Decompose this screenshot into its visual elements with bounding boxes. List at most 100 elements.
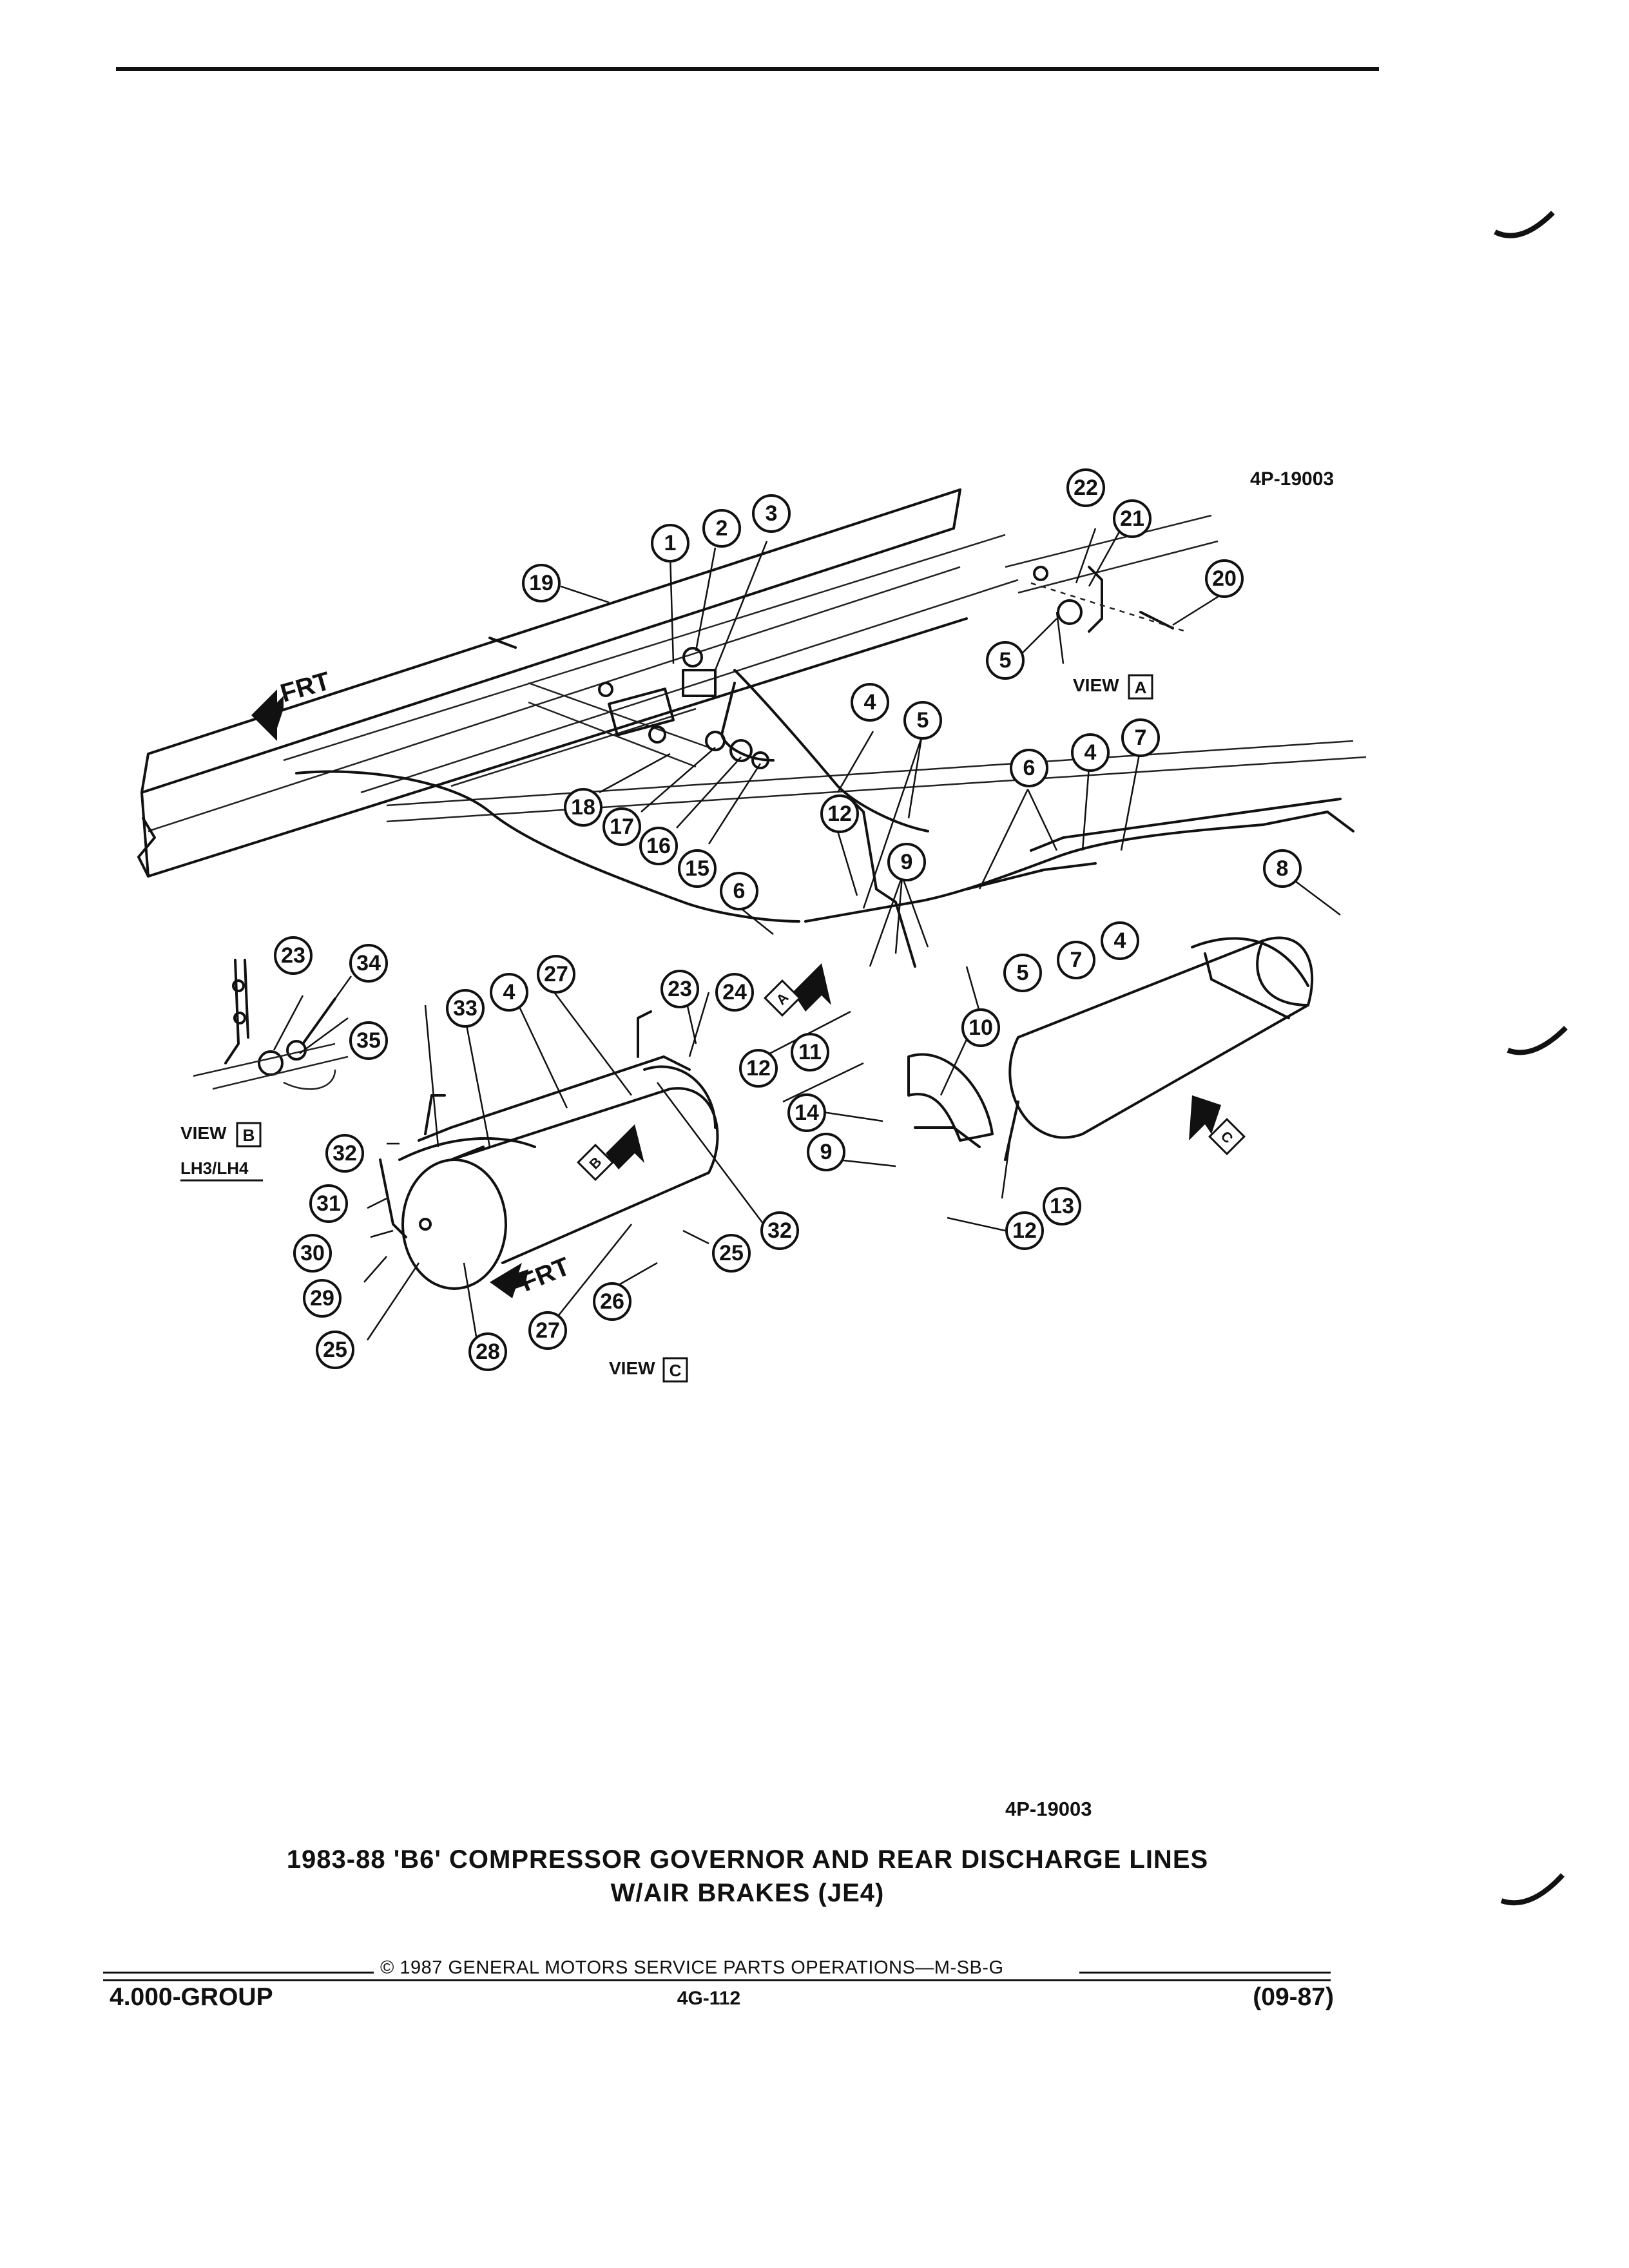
frt-arrow-lower <box>490 1263 528 1298</box>
callout-4-upper: 4 <box>851 683 889 722</box>
svg-text:21: 21 <box>1120 506 1144 531</box>
callout-25-left: 25 <box>316 1331 354 1369</box>
svg-text:25: 25 <box>323 1338 347 1362</box>
callout-6-left: 6 <box>720 872 758 910</box>
callout-24: 24 <box>715 973 754 1012</box>
callout-23-left: 23 <box>274 936 313 975</box>
svg-text:17: 17 <box>610 814 634 839</box>
svg-text:15: 15 <box>685 856 709 881</box>
footer-group: 4.000-GROUP <box>110 1983 273 2011</box>
svg-text:7: 7 <box>1070 948 1083 972</box>
callout-19: 19 <box>522 564 561 602</box>
svg-text:5: 5 <box>917 708 929 733</box>
frt-label-lower: FRT <box>517 1252 574 1297</box>
svg-text:4: 4 <box>1084 740 1097 765</box>
svg-text:12: 12 <box>746 1056 771 1081</box>
callout-26: 26 <box>593 1282 631 1321</box>
callout-5-view-a: 5 <box>986 641 1025 680</box>
svg-text:23: 23 <box>668 977 692 1001</box>
frame-rail <box>137 488 1367 878</box>
air-tank-right <box>907 936 1314 1161</box>
callout-22: 22 <box>1066 468 1105 507</box>
svg-text:14: 14 <box>795 1100 819 1125</box>
footer-rule-right <box>1079 1972 1331 1974</box>
svg-text:31: 31 <box>316 1191 341 1216</box>
svg-text:2: 2 <box>716 516 728 541</box>
svg-text:LH3/LH4: LH3/LH4 <box>180 1158 249 1178</box>
callout-28: 28 <box>468 1332 507 1371</box>
svg-text:25: 25 <box>719 1241 744 1265</box>
callout-25-right: 25 <box>712 1234 751 1273</box>
view-marker-c: C <box>1189 1095 1246 1155</box>
svg-text:13: 13 <box>1050 1194 1074 1218</box>
svg-text:35: 35 <box>356 1028 381 1053</box>
svg-text:5: 5 <box>1017 961 1029 985</box>
view-b-label: VIEW B LH3/LH4 <box>180 1122 263 1182</box>
footer-date: (09-87) <box>1253 1983 1334 2011</box>
callout-21: 21 <box>1113 499 1152 538</box>
callout-6-right: 6 <box>1010 749 1048 787</box>
callout-33: 33 <box>446 989 485 1028</box>
callout-9-lower: 9 <box>807 1133 845 1171</box>
svg-text:20: 20 <box>1212 566 1237 591</box>
top-rule <box>116 67 1379 71</box>
callout-12-upper: 12 <box>820 794 859 833</box>
callout-11: 11 <box>791 1033 829 1072</box>
callout-1: 1 <box>651 524 689 562</box>
svg-text:VIEW: VIEW <box>1073 675 1119 695</box>
callout-34: 34 <box>349 944 388 983</box>
callout-31: 31 <box>309 1184 348 1223</box>
svg-text:27: 27 <box>535 1318 560 1343</box>
callout-18: 18 <box>564 788 602 827</box>
footer-page: 4G-112 <box>677 1988 741 2009</box>
callout-35: 35 <box>349 1021 388 1060</box>
svg-text:23: 23 <box>281 943 305 968</box>
air-tank-left <box>379 1010 719 1290</box>
svg-text:8: 8 <box>1277 856 1289 881</box>
callout-16: 16 <box>639 827 678 865</box>
callout-12-lower: 12 <box>1005 1211 1044 1250</box>
callout-5-lower: 5 <box>1003 954 1042 992</box>
svg-text:27: 27 <box>544 962 568 986</box>
svg-text:B: B <box>243 1126 255 1145</box>
svg-text:28: 28 <box>476 1340 500 1364</box>
callout-7-lower: 7 <box>1057 941 1095 979</box>
callout-29: 29 <box>303 1279 342 1318</box>
svg-text:22: 22 <box>1074 476 1098 500</box>
svg-text:24: 24 <box>722 980 747 1004</box>
callout-13: 13 <box>1043 1187 1081 1225</box>
caption-title-line1: 1983-88 'B6' COMPRESSOR GOVERNOR AND REA… <box>286 1845 1209 1874</box>
svg-text:32: 32 <box>767 1218 792 1243</box>
callout-20: 20 <box>1205 559 1244 598</box>
figure-code-top: 4P-19003 <box>1250 468 1334 490</box>
svg-text:3: 3 <box>766 501 778 526</box>
callout-23-mid: 23 <box>660 970 699 1008</box>
svg-text:29: 29 <box>310 1286 334 1311</box>
footer-rule-left <box>103 1972 374 1974</box>
svg-text:30: 30 <box>300 1241 325 1265</box>
callout-5-upper: 5 <box>903 701 942 740</box>
callout-9-upper: 9 <box>887 843 926 881</box>
callout-27-upper: 27 <box>537 955 575 994</box>
callout-4-right: 4 <box>1071 733 1110 772</box>
svg-text:32: 32 <box>333 1141 357 1166</box>
svg-text:12: 12 <box>1012 1218 1037 1243</box>
svg-text:34: 34 <box>356 951 381 975</box>
view-b-detail <box>193 959 349 1090</box>
svg-text:9: 9 <box>820 1140 833 1164</box>
svg-text:6: 6 <box>733 879 746 903</box>
caption-title: 1983-88 'B6' COMPRESSOR GOVERNOR AND REA… <box>129 1843 1366 1910</box>
callout-32-left: 32 <box>325 1134 364 1173</box>
svg-text:4: 4 <box>1114 928 1126 953</box>
svg-text:7: 7 <box>1135 726 1147 750</box>
footer-copyright: © 1987 GENERAL MOTORS SERVICE PARTS OPER… <box>380 1957 1004 1978</box>
air-lines <box>295 669 1354 923</box>
svg-text:10: 10 <box>969 1015 993 1040</box>
leader-lines <box>273 528 1341 1341</box>
callout-15: 15 <box>678 849 717 888</box>
callout-3: 3 <box>752 494 791 533</box>
callout-30: 30 <box>293 1234 332 1273</box>
margin-marks <box>1494 211 1568 1906</box>
svg-text:11: 11 <box>798 1040 822 1064</box>
frt-label-upper: FRT <box>277 667 333 708</box>
